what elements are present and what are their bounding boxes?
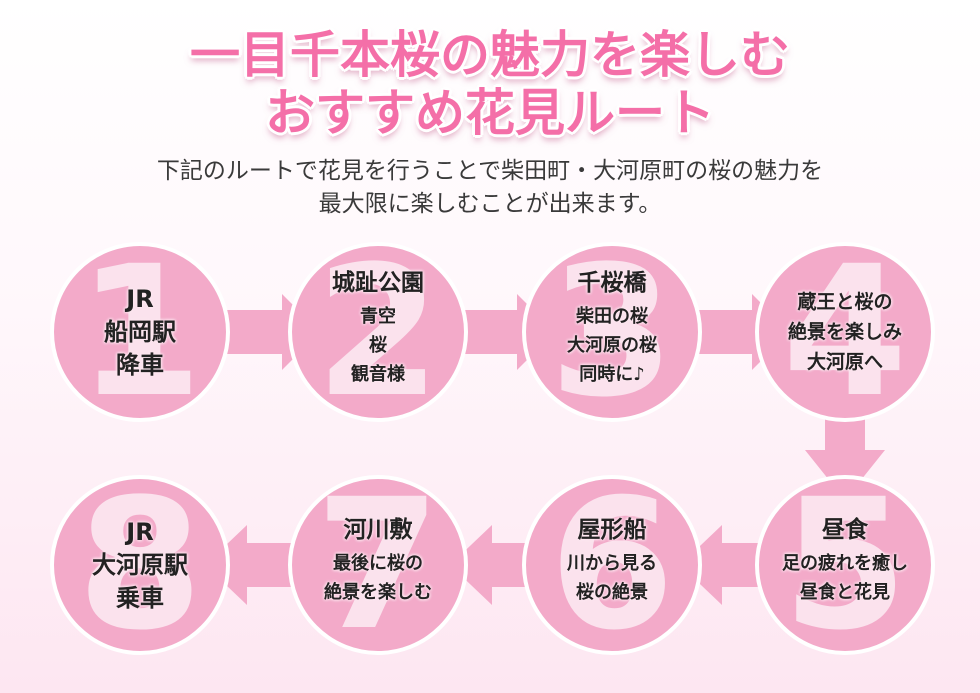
step-label-7: 河川敷最後に桜の絶景を楽しむ: [283, 511, 473, 607]
step-circle-5: [755, 475, 935, 655]
step-circle-1: [50, 242, 230, 422]
step-numeral-3: 3: [549, 228, 674, 437]
step-label-2: 城趾公園青空桜観音様: [283, 264, 473, 389]
step-text-line: 同時に♪: [579, 363, 645, 385]
step-text-line: 昼食と花見: [800, 582, 890, 603]
step-numeral-6: 6: [549, 461, 674, 670]
step-circle-6: [522, 475, 702, 655]
step-text-line: 柴田の桜: [576, 305, 648, 327]
step-text-line: 川から見る: [567, 553, 657, 574]
page-title-line-1: 一目千本桜の魅力を楽しむ: [190, 26, 790, 84]
step-label-6: 屋形船川から見る桜の絶景: [517, 511, 707, 607]
page-title-line-2: おすすめ花見ルート: [265, 84, 715, 142]
step-text-line: 大河原へ: [806, 351, 883, 373]
step-heading: 屋形船: [577, 517, 647, 543]
step-text-line: 大河原駅: [92, 550, 188, 579]
step-heading: 城趾公園: [332, 269, 424, 296]
arrow-4-to-5: [805, 405, 885, 500]
step-text-line: 船岡駅: [104, 317, 176, 346]
step-text-line: JR: [126, 517, 154, 546]
step-heading: 昼食: [822, 517, 868, 543]
intro-text-line-1: 下記のルートで花見を行うことで柴田町・大河原町の桜の魅力を: [156, 158, 824, 184]
step-circle-7: [288, 475, 468, 655]
step-text-line: 絶景を楽しみ: [787, 321, 902, 343]
step-numeral-1: 1: [77, 228, 202, 437]
step-text-line: 絶景を楽しむ: [324, 582, 432, 603]
step-text-line: 最後に桜の: [333, 553, 423, 574]
step-text-line: 観音様: [351, 363, 405, 385]
step-text-line: 乗車: [116, 583, 164, 612]
step-label-4: 蔵王と桜の絶景を楽しみ大河原へ: [750, 287, 940, 377]
step-label-8: JR 大河原駅乗車: [45, 516, 235, 615]
step-circle-4: [755, 242, 935, 422]
step-circle-8: [50, 475, 230, 655]
step-text-line: 大河原の桜: [567, 334, 657, 356]
step-label-1: JR 船岡駅降車: [45, 283, 235, 382]
step-numeral-4: 4: [782, 228, 907, 437]
step-label-5: 昼食足の疲れを癒し昼食と花見: [750, 511, 940, 607]
step-text-line: 蔵王と桜の: [797, 291, 893, 313]
step-numeral-8: 8: [77, 461, 202, 670]
step-heading: 千桜橋: [577, 269, 647, 296]
step-numeral-2: 2: [315, 228, 440, 437]
step-text-line: 桜の絶景: [576, 582, 648, 603]
intro-text-line-2: 最大限に楽しむことが出来ます。: [318, 191, 662, 217]
step-text-line: 降車: [116, 350, 164, 379]
step-text-line: 青空: [360, 305, 396, 327]
step-circle-3: [522, 242, 702, 422]
step-text-line: JR: [126, 284, 154, 313]
step-numeral-5: 5: [782, 461, 907, 670]
step-numeral-7: 7: [315, 461, 440, 670]
step-text-line: 桜: [369, 334, 387, 356]
step-circle-2: [288, 242, 468, 422]
step-label-3: 千桜橋柴田の桜大河原の桜同時に♪: [517, 264, 707, 389]
step-heading: 河川敷: [343, 517, 413, 543]
step-text-line: 足の疲れを癒し: [782, 553, 908, 574]
